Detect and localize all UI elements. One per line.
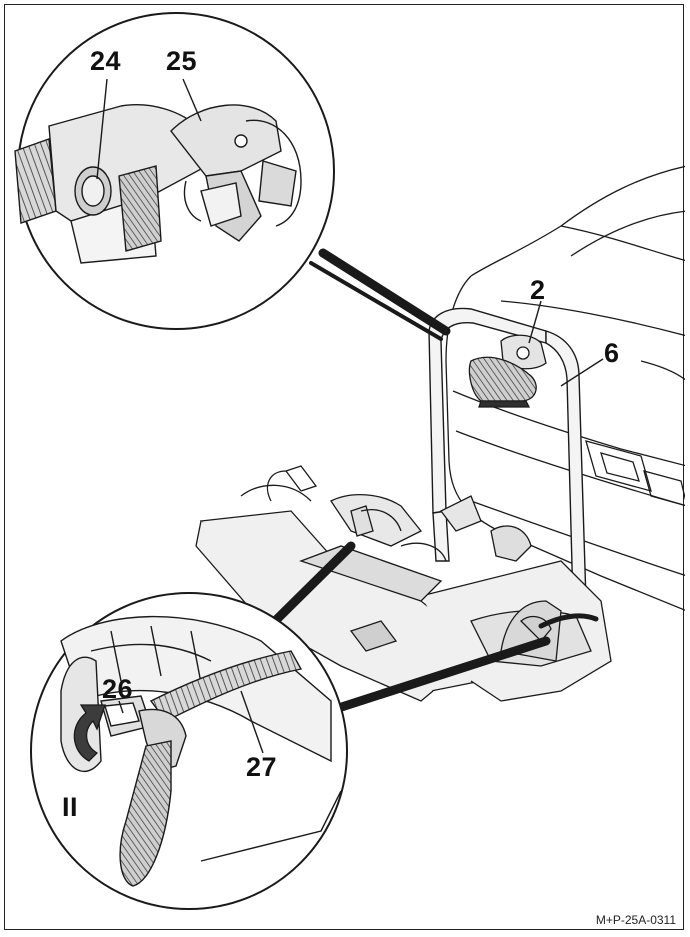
figure-frame: [4, 4, 685, 930]
callout-leaders-main: [528, 300, 604, 387]
bike-carrier-illustration: [14, 12, 685, 910]
callout-2: 2: [530, 275, 546, 305]
callout-25: 25: [166, 46, 198, 76]
frame-clamp-2: [468, 334, 547, 408]
strap-closeup: [60, 615, 342, 887]
callout-step-ii: II: [62, 792, 79, 822]
callout-26: 26: [102, 674, 134, 704]
base-strap: [538, 613, 599, 629]
callout-leaders-top: [96, 78, 202, 180]
callout-leaders-bottom: [118, 690, 264, 754]
callout-6: 6: [604, 338, 620, 368]
handle-closeup: [14, 104, 302, 264]
callout-24: 24: [90, 46, 122, 76]
callout-27: 27: [246, 752, 278, 782]
figure-reference-code: M+P-25A-0311: [595, 913, 676, 927]
rotation-arrow-icon: [73, 704, 106, 762]
